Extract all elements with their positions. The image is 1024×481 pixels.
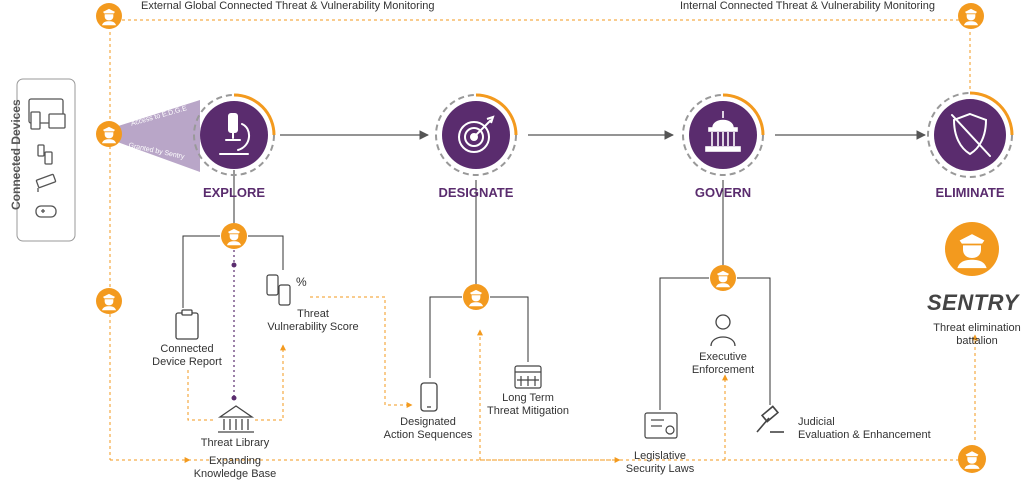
officer-icon-left [96,288,122,314]
person-icon [710,314,736,347]
officer-icon-explore [221,223,247,249]
officer-icon-govern [710,265,736,291]
mitigation-label: Long Term Threat Mitigation [487,392,569,417]
score-devices-icon [266,274,291,306]
officer-icon-internal [958,3,984,29]
officer-icon-bottom [958,445,986,473]
header-external: External Global Connected Threat & Vulne… [141,0,435,12]
stage-title-designate: DESIGNATE [438,185,514,200]
executive-label: Executive Enforcement [691,351,755,376]
clipboard-icon [175,309,199,340]
bank-icon [217,405,255,433]
laws-label: Legislative Security Laws [625,450,695,475]
judicial-label: Judicial Evaluation & Enhancement [798,416,931,441]
sentry-tagline: Threat elimination battalion [933,322,1021,347]
camera-icon [35,173,57,192]
capitol-icon [705,111,741,152]
phone-icon [420,382,438,412]
stage-eliminate [927,91,1014,178]
actions-label: Designated Action Sequences [383,416,473,441]
access-wedge [112,100,200,172]
library-dot-bottom [231,395,237,401]
report-label: Connected Device Report [152,343,222,368]
officer-icon-access [96,121,122,147]
officer-icon-external [96,3,122,29]
tree-lines [182,170,771,410]
gamepad-icon [35,205,57,218]
header-internal: Internal Connected Threat & Vulnerabilit… [680,0,935,12]
calendar-icon [514,365,542,389]
officer-icon-designate [463,284,489,310]
stage-title-explore: EXPLORE [202,185,266,200]
stage-title-govern: GOVERN [694,185,752,200]
stage-govern [682,93,765,176]
score-percent: % [296,275,307,289]
score-label: Threat Vulnerability Score [267,308,359,333]
knowledge-label: Expanding Knowledge Base [193,455,277,480]
stage-explore [193,93,276,176]
officer-icon-sentry [945,222,999,276]
devices-icon [28,98,66,165]
connected-devices-label: Connected Devices [9,99,23,210]
sentry-brand: SENTRY [927,290,1019,315]
library-dot-top [231,262,237,268]
shield-slash-icon [951,112,991,157]
certificate-icon [644,412,678,439]
monitoring-frame [109,19,971,461]
stage-title-eliminate: ELIMINATE [935,185,1005,200]
knowledge-arrows [110,296,978,463]
library-label: Threat Library [200,437,270,449]
stage-designate [435,93,518,176]
gavel-icon [756,405,784,433]
microscope-icon [219,113,250,155]
target-icon [458,115,495,153]
